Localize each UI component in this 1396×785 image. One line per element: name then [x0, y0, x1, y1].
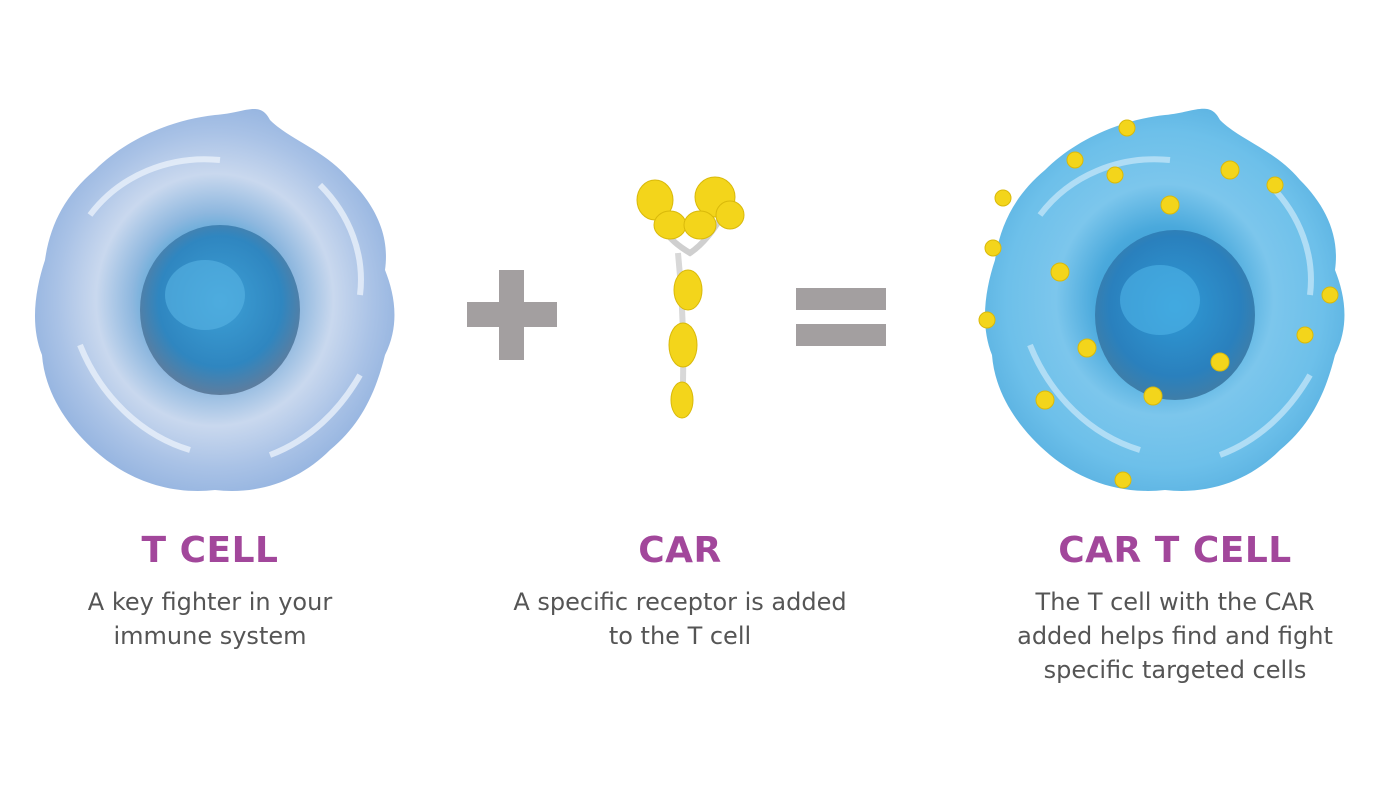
- car-receptor-illustration: [636, 176, 745, 419]
- plus-sign-icon: [467, 270, 557, 360]
- car-title: CAR: [638, 530, 722, 571]
- car-t-cell-description: The T cell with the CAR added helps find…: [1017, 588, 1333, 684]
- car-t-cell-title: CAR T CELL: [1058, 530, 1292, 571]
- t-cell-illustration: [34, 109, 395, 491]
- car-t-cell-illustration: [978, 108, 1345, 491]
- equals-sign-icon: [796, 288, 886, 346]
- car-description: A specific receptor is added to the T ce…: [513, 588, 847, 650]
- t-cell-title: T CELL: [141, 530, 279, 571]
- t-cell-description: A key fighter in your immune system: [87, 588, 333, 650]
